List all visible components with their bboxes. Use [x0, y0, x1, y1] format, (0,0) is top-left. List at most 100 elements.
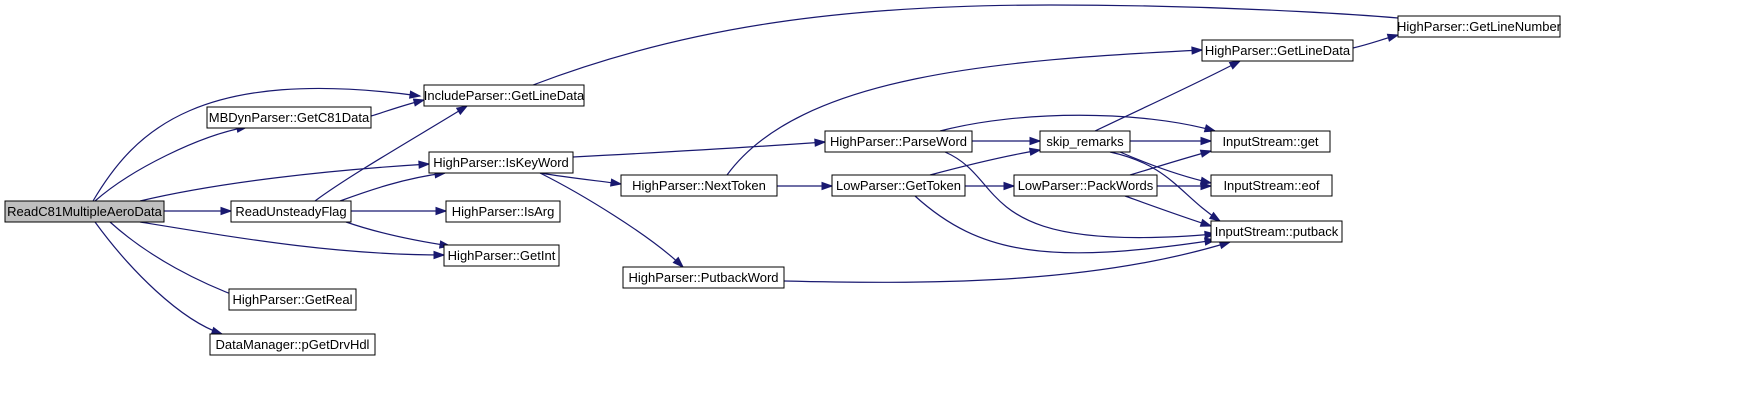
node-gettoken[interactable]: LowParser::GetToken — [831, 174, 966, 197]
node-parseword[interactable]: HighParser::ParseWord — [824, 130, 973, 153]
edge-line — [914, 195, 1216, 254]
node-nexttoken[interactable]: HighParser::NextToken — [620, 174, 778, 197]
edge-high_getlinedata-to-getlinenumber — [1352, 33, 1400, 49]
node-label: HighParser::GetLineData — [1205, 43, 1351, 58]
arrowhead-icon — [1003, 181, 1016, 191]
node-box — [1039, 130, 1131, 153]
arrowhead-icon — [1218, 241, 1232, 250]
node-box — [445, 200, 561, 223]
node-packwords[interactable]: LowParser::PackWords — [1013, 174, 1158, 197]
node-label: HighParser::GetInt — [448, 248, 556, 263]
edge-gettoken-to-packwords — [965, 181, 1016, 191]
node-label: ReadC81MultipleAeroData — [7, 204, 162, 219]
node-box — [206, 106, 372, 129]
node-label: InputStream::putback — [1215, 224, 1339, 239]
node-readunsteady[interactable]: ReadUnsteadyFlag — [230, 200, 352, 223]
node-box — [1210, 174, 1333, 197]
node-pgetdrvhdl[interactable]: DataManager::pGetDrvHdl — [209, 333, 376, 356]
node-box — [423, 84, 585, 107]
arrowhead-icon — [1028, 147, 1042, 156]
edge-line — [783, 241, 1231, 283]
edge-line — [139, 221, 445, 256]
edge-line — [345, 221, 451, 247]
arrowhead-icon — [1228, 60, 1242, 70]
edge-readunsteady-to-getint — [345, 221, 452, 249]
edge-packwords-to-is_get — [1129, 149, 1213, 176]
arrowhead-icon — [455, 105, 469, 116]
node-label: HighParser::GetLineNumber — [1397, 19, 1562, 34]
arrowhead-icon — [1386, 33, 1400, 42]
edge-nexttoken-to-gettoken — [777, 181, 834, 191]
node-label: skip_remarks — [1046, 134, 1124, 149]
edge-read_c81-to-getc81data — [94, 124, 249, 202]
node-getc81data[interactable]: MBDynParser::GetC81Data — [206, 106, 372, 129]
node-is-get[interactable]: InputStream::get — [1210, 130, 1331, 153]
node-getint[interactable]: HighParser::GetInt — [443, 244, 560, 267]
edges-layer — [92, 4, 1400, 335]
edge-readunsteady-to-isarg — [350, 206, 448, 216]
arrowhead-icon — [1029, 136, 1042, 146]
node-box — [443, 244, 560, 267]
node-box — [620, 174, 778, 197]
arrowhead-icon — [220, 206, 233, 216]
node-box — [4, 200, 165, 223]
node-label: MBDynParser::GetC81Data — [209, 110, 370, 125]
node-getlinenumber[interactable]: HighParser::GetLineNumber — [1397, 15, 1562, 38]
node-box — [1210, 130, 1331, 153]
arrowhead-icon — [1208, 211, 1222, 222]
node-box — [831, 174, 966, 197]
node-box — [428, 151, 574, 174]
node-label: InputStream::eof — [1223, 178, 1319, 193]
edge-line — [539, 172, 684, 268]
node-high-getlinedata[interactable]: HighParser::GetLineData — [1201, 39, 1354, 62]
edge-line — [339, 172, 446, 202]
edge-packwords-to-is_eof — [1157, 181, 1213, 191]
node-read-c81[interactable]: ReadC81MultipleAeroData — [4, 200, 165, 223]
node-box — [1397, 15, 1561, 38]
node-label: HighParser::PutbackWord — [628, 270, 778, 285]
node-putbackword[interactable]: HighParser::PutbackWord — [622, 266, 785, 289]
node-skip-remarks[interactable]: skip_remarks — [1039, 130, 1131, 153]
node-label: InputStream::get — [1222, 134, 1318, 149]
edge-line — [1109, 151, 1221, 222]
arrowhead-icon — [1199, 149, 1213, 158]
edge-include_getlinedata-to-getlinenumber — [532, 4, 1399, 86]
edge-parseword-to-is_get — [939, 114, 1217, 133]
edge-line — [109, 221, 245, 300]
node-label: HighParser::GetReal — [233, 292, 353, 307]
node-box — [824, 130, 973, 153]
edge-line — [94, 126, 248, 202]
edge-line — [532, 4, 1399, 86]
edge-iskeyword-to-nexttoken — [539, 172, 623, 187]
edge-read_c81-to-readunsteady — [163, 206, 233, 216]
edge-gettoken-to-skip_remarks — [929, 147, 1042, 176]
arrowhead-icon — [1204, 230, 1217, 240]
node-is-putback[interactable]: InputStream::putback — [1210, 220, 1343, 243]
edge-nexttoken-to-high_getlinedata — [726, 46, 1204, 176]
arrowhead-icon — [1199, 176, 1213, 185]
edge-skip_remarks-to-is_get — [1129, 136, 1213, 146]
node-box — [228, 288, 357, 311]
node-isarg[interactable]: HighParser::IsArg — [445, 200, 561, 223]
edge-line — [92, 87, 421, 202]
edge-line — [314, 105, 468, 202]
node-include-getlinedata[interactable]: IncludeParser::GetLineData — [423, 84, 585, 107]
node-box — [1210, 220, 1343, 243]
node-getreal[interactable]: HighParser::GetReal — [228, 288, 357, 311]
edge-line — [1094, 60, 1241, 132]
arrowhead-icon — [418, 160, 431, 169]
arrowhead-icon — [433, 250, 446, 260]
edge-line — [139, 163, 430, 202]
node-iskeyword[interactable]: HighParser::IsKeyWord — [428, 151, 574, 174]
node-is-eof[interactable]: InputStream::eof — [1210, 174, 1333, 197]
node-label: HighParser::NextToken — [632, 178, 766, 193]
edge-line — [726, 49, 1203, 176]
edge-packwords-to-is_putback — [1124, 195, 1213, 227]
edge-skip_remarks-to-is_putback — [1109, 151, 1222, 222]
edge-line — [539, 172, 622, 185]
arrowhead-icon — [412, 98, 426, 107]
arrowhead-icon — [409, 90, 422, 99]
edge-iskeyword-to-parseword — [572, 138, 827, 158]
arrowhead-icon — [1191, 46, 1204, 55]
edge-read_c81-to-pgetdrvhdl — [94, 221, 224, 335]
